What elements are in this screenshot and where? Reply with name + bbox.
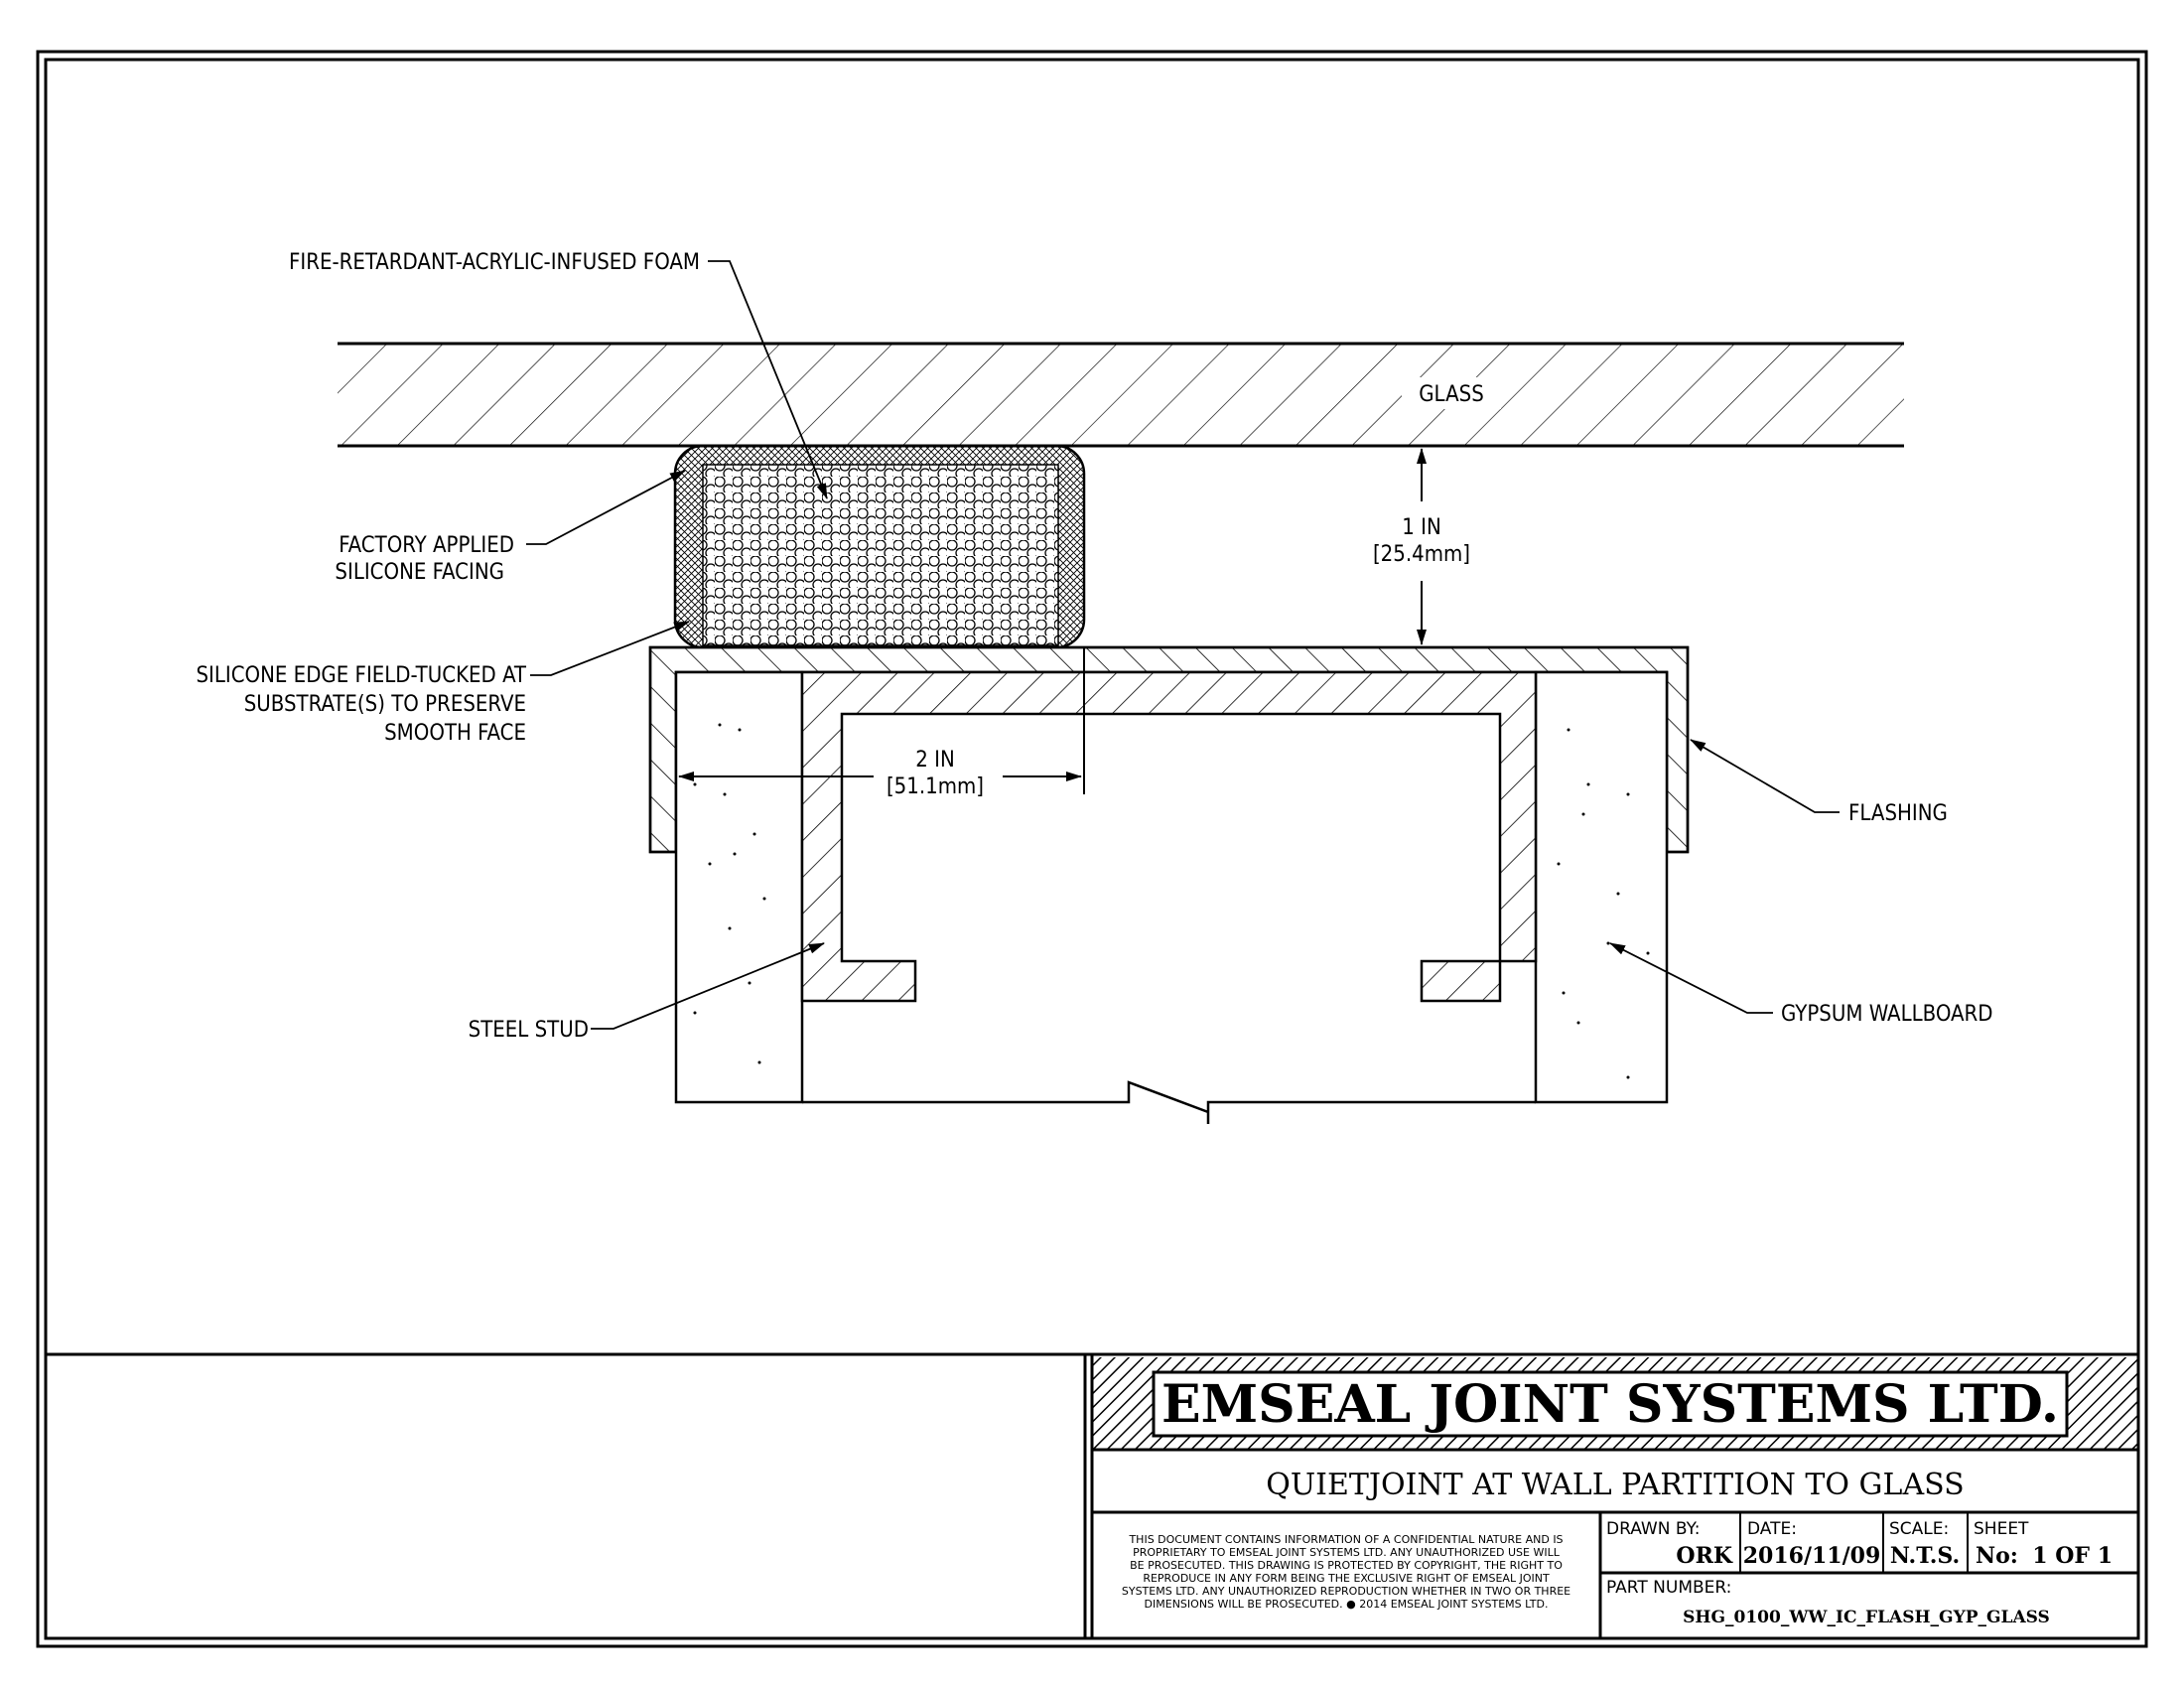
notice-line-6: DIMENSIONS WILL BE PROSECUTED. ● 2014 EM…	[1145, 1598, 1549, 1611]
scale-label: SCALE:	[1889, 1519, 1949, 1539]
foam-core	[703, 465, 1058, 645]
flashing-label: FLASHING	[1848, 801, 1948, 826]
scale-value: N.T.S.	[1890, 1543, 1960, 1569]
foam-seal	[673, 444, 1086, 649]
dimension-gap: 1 IN [25.4mm]	[1373, 448, 1470, 645]
steel-stud-label: STEEL STUD	[469, 1018, 589, 1043]
facing-label-1: FACTORY APPLIED	[339, 533, 514, 558]
dim-width-text-2: [51.1mm]	[887, 774, 984, 799]
gypsum-right	[1534, 670, 1669, 1104]
sheet-no-label: No:	[1976, 1543, 2018, 1569]
date-label: DATE:	[1747, 1519, 1797, 1539]
sheet-label: SHEET	[1974, 1519, 2029, 1539]
outer-border	[36, 50, 2148, 1648]
glass-label: GLASS	[1419, 382, 1484, 407]
drawn-by-value: ORK	[1676, 1543, 1732, 1569]
facing-label-2: SILICONE FACING	[335, 560, 504, 585]
notice-line-4: REPRODUCE IN ANY FORM BEING THE EXCLUSIV…	[1143, 1572, 1550, 1585]
dim-width-text-1: 2 IN	[915, 748, 955, 773]
dim-gap-text-1: 1 IN	[1402, 515, 1441, 540]
callout-silicone-facing: FACTORY APPLIED SILICONE FACING	[335, 470, 686, 585]
notice-line-1: THIS DOCUMENT CONTAINS INFORMATION OF A …	[1128, 1533, 1563, 1546]
company-name: EMSEAL JOINT SYSTEMS LTD.	[1161, 1374, 2059, 1435]
callout-foam: FIRE-RETARDANT-ACRYLIC-INFUSED FOAM	[289, 250, 828, 499]
date-value: 2016/11/09	[1743, 1543, 1881, 1569]
notice-line-3: BE PROSECUTED. THIS DRAWING IS PROTECTED…	[1130, 1559, 1563, 1572]
part-number-label: PART NUMBER:	[1606, 1578, 1731, 1598]
edge-label-2: SUBSTRATE(S) TO PRESERVE	[244, 692, 526, 717]
company-banner	[1152, 1370, 2069, 1438]
wall-break-line	[802, 1080, 1536, 1124]
callout-gypsum: GYPSUM WALLBOARD	[1609, 942, 1993, 1027]
edge-label-1: SILICONE EDGE FIELD-TUCKED AT	[196, 663, 526, 688]
drawing-title: QUIETJOINT AT WALL PARTITION TO GLASS	[1266, 1468, 1964, 1502]
drawn-by-label: DRAWN BY:	[1606, 1519, 1700, 1539]
gypsum-left	[674, 670, 804, 1104]
sheet-value: 1 OF 1	[2032, 1543, 2113, 1569]
foam-label: FIRE-RETARDANT-ACRYLIC-INFUSED FOAM	[289, 250, 700, 275]
gypsum-label: GYPSUM WALLBOARD	[1781, 1002, 1993, 1027]
dimension-width: 2 IN [51.1mm]	[678, 647, 1085, 799]
dim-gap-text-2: [25.4mm]	[1373, 542, 1470, 567]
title-block: EMSEAL JOINT SYSTEMS LTD. QUIETJOINT AT …	[1083, 1354, 2138, 1638]
callout-steel-stud: STEEL STUD	[469, 942, 825, 1043]
callout-flashing: FLASHING	[1690, 739, 1948, 826]
part-number-value: SHG_0100_WW_IC_FLASH_GYP_GLASS	[1683, 1608, 2050, 1627]
notice-line-2: PROPRIETARY TO EMSEAL JOINT SYSTEMS LTD.…	[1133, 1546, 1561, 1559]
steel-stud	[800, 670, 1538, 1003]
notice-line-5: SYSTEMS LTD. ANY UNAUTHORIZED REPRODUCTI…	[1122, 1585, 1570, 1598]
glass-panel: GLASS	[338, 342, 1904, 448]
callout-edge-field: SILICONE EDGE FIELD-TUCKED AT SUBSTRATE(…	[196, 621, 690, 746]
edge-label-3: SMOOTH FACE	[384, 721, 526, 746]
